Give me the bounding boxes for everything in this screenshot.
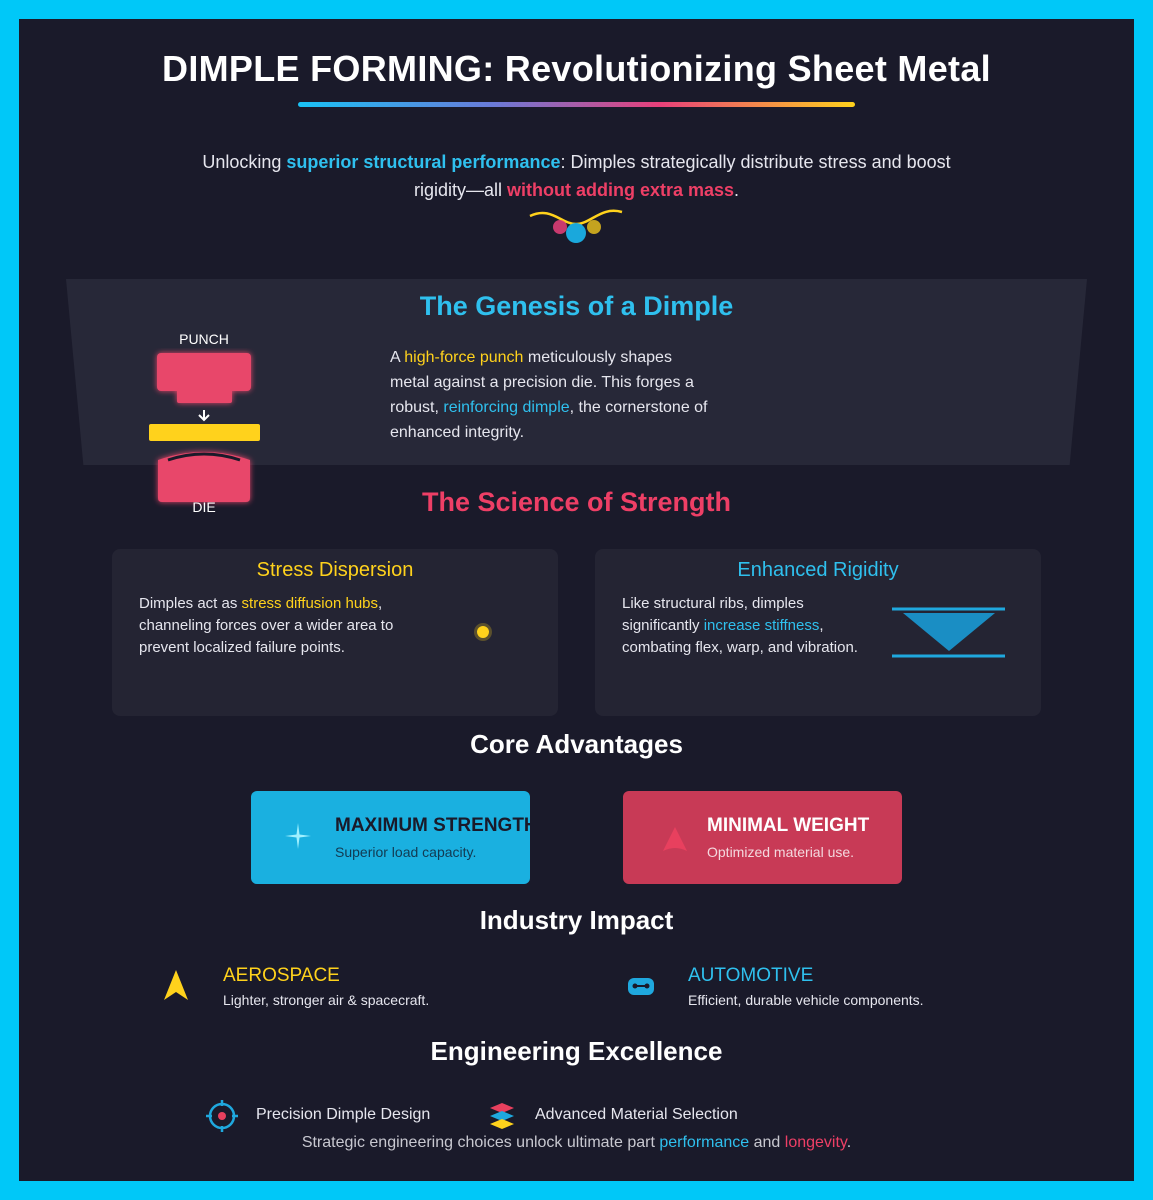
dimple-wave-icon [529,209,623,243]
enhanced-rigidity-card: Enhanced Rigidity Like structural ribs, … [595,549,1041,716]
stress-point-icon [474,623,492,641]
punch-die-diagram [149,353,260,502]
footer-highlight-performance: performance [659,1134,750,1151]
die-label: DIE [192,499,216,515]
advantage-strength-subtitle: Superior load capacity. [335,844,477,860]
industry-aerospace-text: Lighter, stronger air & spacecraft. [223,992,430,1008]
rib-profile-icon [892,607,1005,658]
feather-icon [663,827,687,851]
stress-card-text: Dimples act as stress diffusion hubs, ch… [139,595,394,656]
crosshair-icon [206,1100,238,1132]
genesis-text: A high-force punch meticulously shapes m… [390,349,708,441]
science-title: The Science of Strength [421,487,732,517]
genesis-highlight-dimple: reinforcing dimple [443,399,570,416]
industry-aerospace-title: AEROSPACE [223,965,340,986]
advantage-strength-title: MAXIMUM STRENGTH [335,815,538,836]
advantages-title: Core Advantages [470,729,683,759]
rigidity-highlight: increase stiffness [703,617,820,634]
excellence-title: Engineering Excellence [430,1036,723,1066]
industry-automotive-text: Efficient, durable vehicle components. [688,992,924,1008]
stress-highlight: stress diffusion hubs [241,595,379,612]
industry-automotive-title: AUTOMOTIVE [688,965,814,986]
excellence-item-material: Advanced Material Selection [535,1106,738,1123]
excellence-footer: Strategic engineering choices unlock ult… [301,1134,852,1151]
stress-dispersion-card: Stress Dispersion Dimples act as stress … [112,549,558,716]
advantage-weight-subtitle: Optimized material use. [707,844,855,860]
car-icon [628,978,654,995]
rigidity-card-title: Enhanced Rigidity [737,559,899,581]
title-underline [298,102,855,107]
arrow-down-icon [198,410,210,422]
genesis-highlight-punch: high-force punch [404,349,524,366]
footer-highlight-longevity: longevity [784,1134,847,1151]
die-shape [158,452,250,502]
rigidity-card-text: Like structural ribs, dimples significan… [622,595,858,656]
page-title: DIMPLE FORMING: Revolutionizing Sheet Me… [162,48,991,89]
rocket-icon [164,970,188,1000]
stress-card-title: Stress Dispersion [256,559,414,581]
intro-highlight-mass: without adding extra mass [506,180,735,200]
layers-icon [490,1103,514,1129]
sparkle-icon [285,823,311,849]
punch-shape [157,353,251,403]
advantage-weight-title: MINIMAL WEIGHT [707,815,870,836]
advantage-card-strength: MAXIMUM STRENGTH Superior load capacity. [251,791,538,884]
intro-highlight-performance: superior structural performance [286,152,561,172]
punch-label: PUNCH [179,331,229,347]
sheet-metal [149,424,260,441]
excellence-item-design: Precision Dimple Design [256,1106,431,1123]
industry-title: Industry Impact [479,905,674,935]
advantage-card-weight: MINIMAL WEIGHT Optimized material use. [623,791,902,884]
intro-text: Unlocking superior structural performanc… [202,152,951,200]
genesis-title: The Genesis of a Dimple [419,291,734,321]
